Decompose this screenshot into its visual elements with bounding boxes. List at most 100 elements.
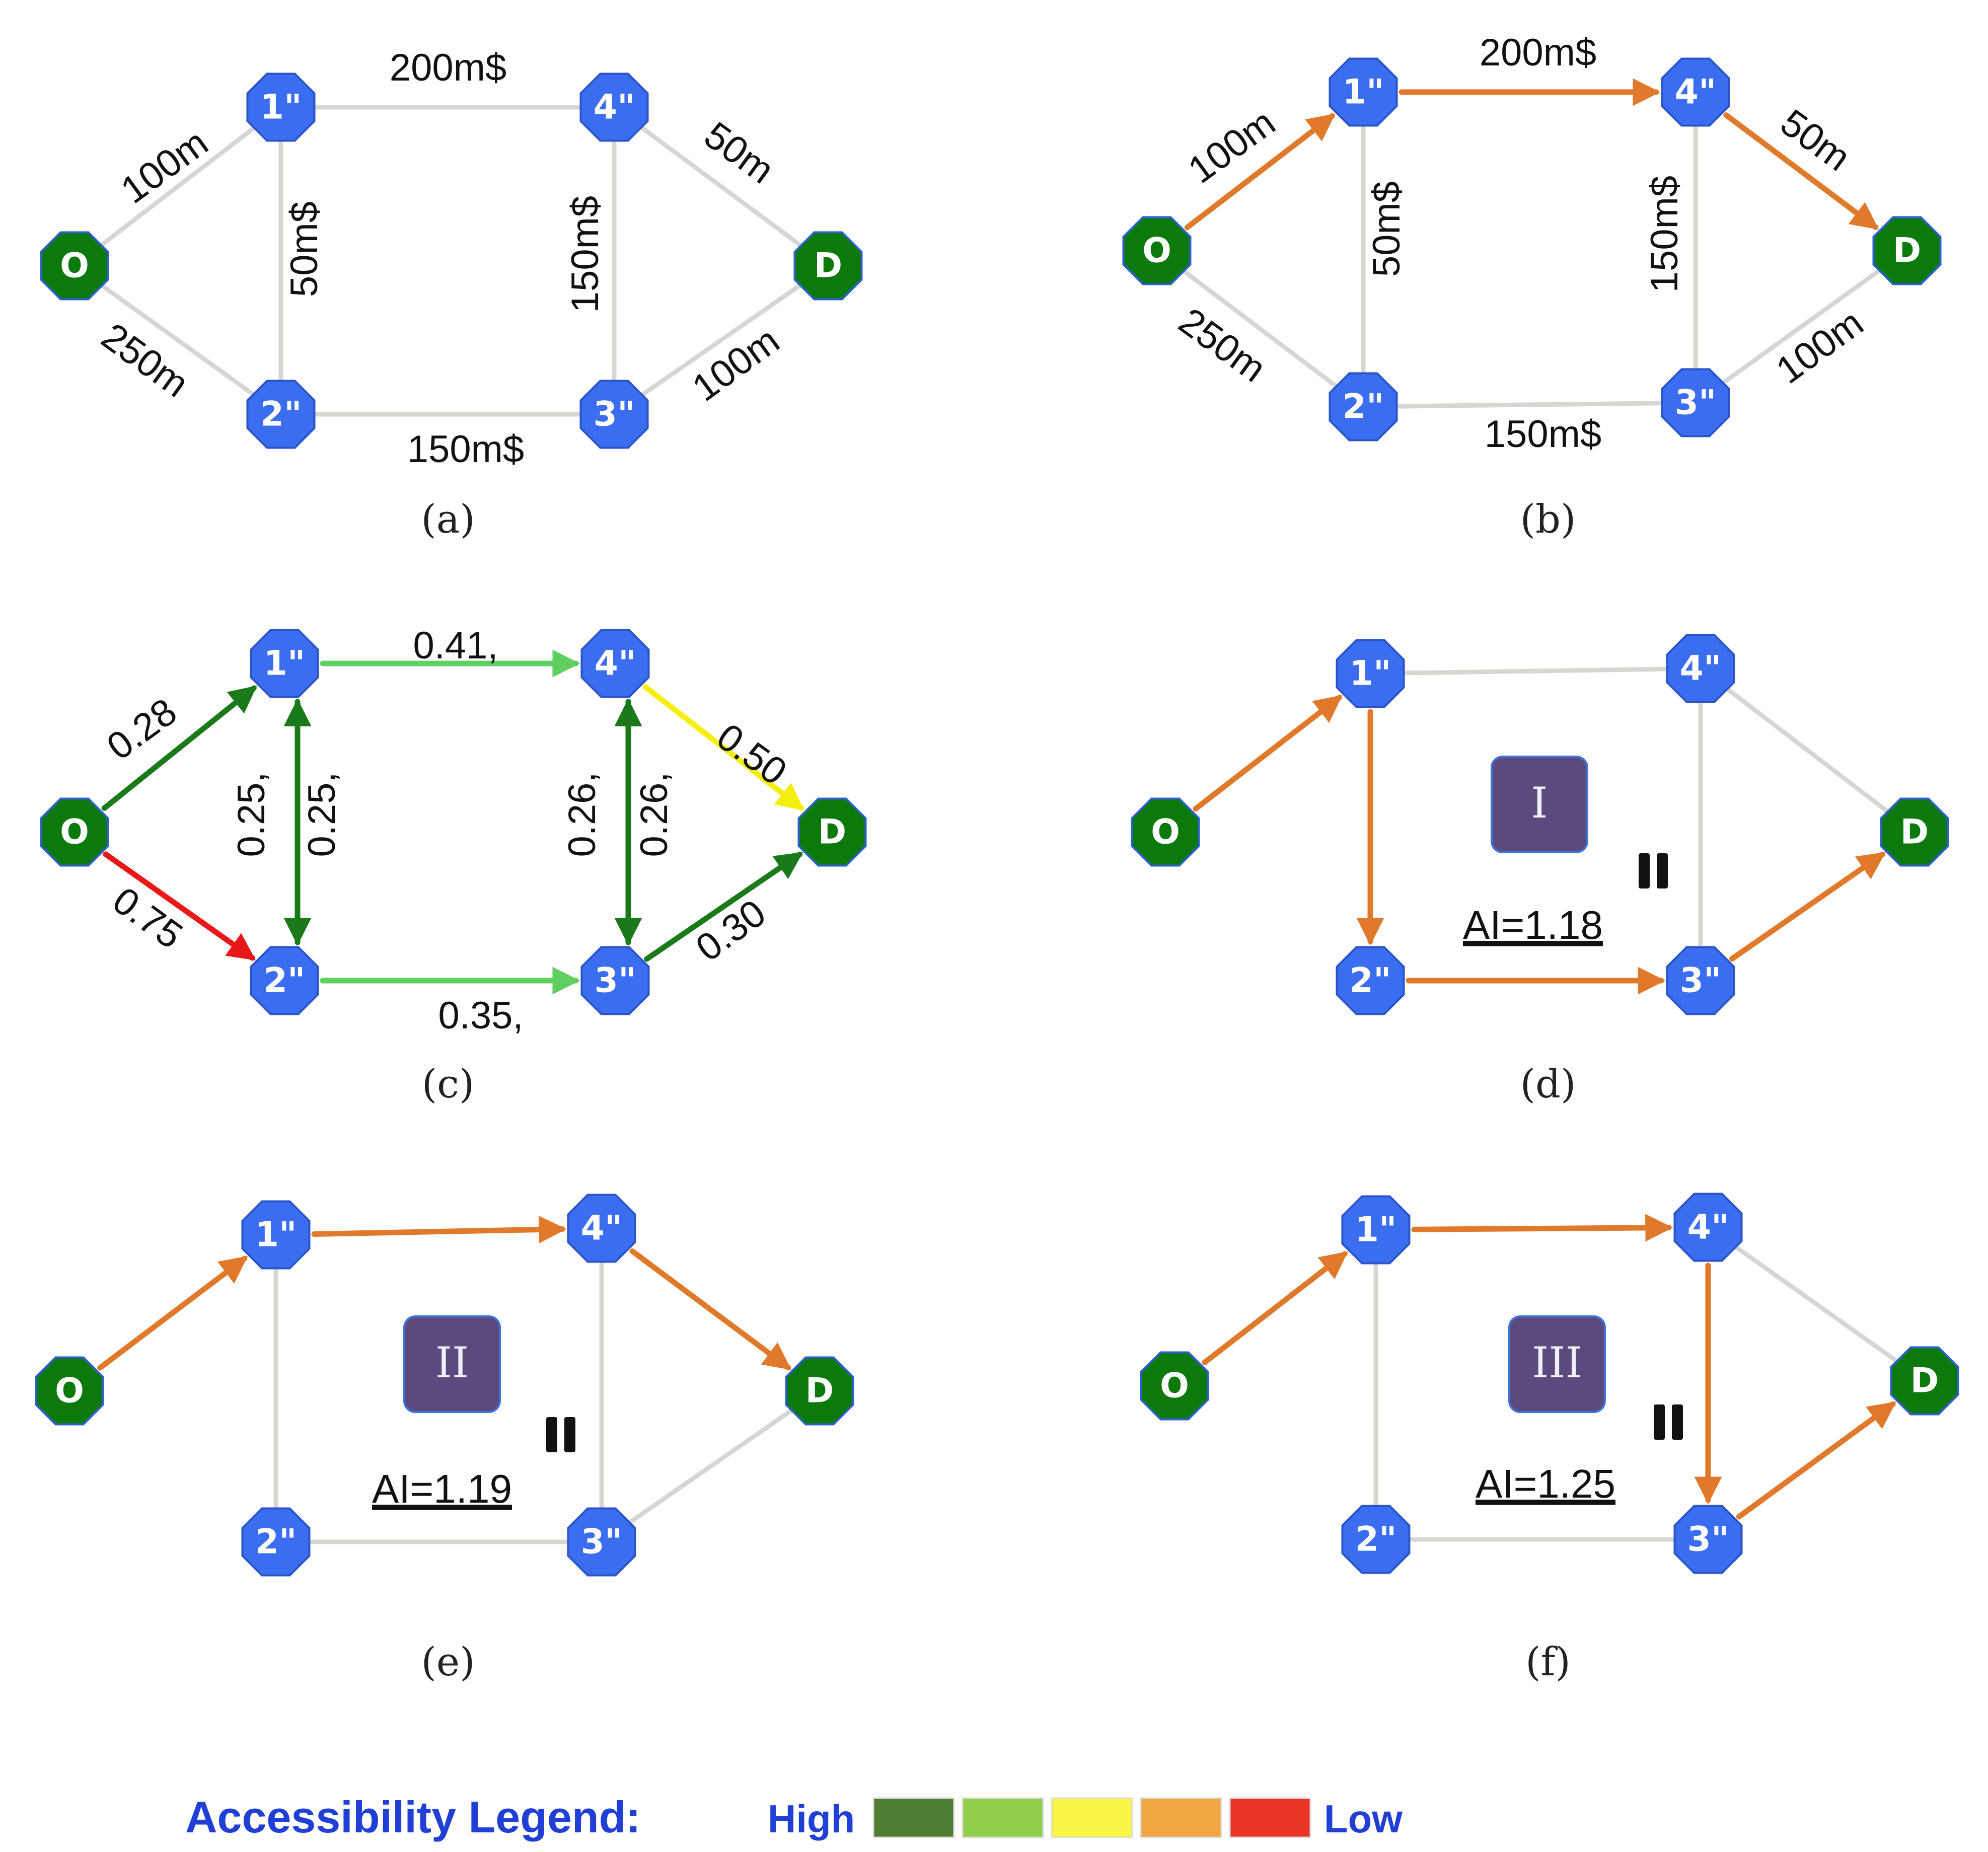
node-label: D bbox=[1893, 231, 1921, 271]
equals-mark bbox=[1672, 1404, 1683, 1440]
edge-3-D bbox=[1729, 852, 1886, 962]
pattern-box bbox=[1508, 1315, 1606, 1413]
edge-label: 150m$ bbox=[1485, 413, 1601, 456]
node-o bbox=[1140, 1351, 1209, 1421]
node-label: O bbox=[60, 812, 89, 852]
node-label: 2" bbox=[1355, 1520, 1397, 1560]
node-label: 4" bbox=[1675, 72, 1717, 112]
node-2 bbox=[1336, 946, 1405, 1015]
legend-swatch bbox=[1051, 1797, 1133, 1838]
edge-label: 0.26, bbox=[633, 772, 676, 857]
node-label: 4" bbox=[595, 644, 636, 684]
edge-label: 50m$ bbox=[1365, 181, 1408, 277]
pattern-label: III bbox=[1532, 1338, 1582, 1387]
panel-caption: (c) bbox=[422, 1062, 475, 1107]
node-3 bbox=[567, 1507, 636, 1577]
pattern-box bbox=[403, 1315, 501, 1413]
node-label: 2" bbox=[264, 961, 306, 1001]
edge-label: 0.25, bbox=[230, 772, 273, 857]
edge-3-D bbox=[1736, 1401, 1896, 1520]
node-o bbox=[1122, 216, 1192, 285]
edge-3-D bbox=[644, 851, 803, 962]
panel-a: 100m250m200m$50m$150m$150m$50m100mO1"2"3… bbox=[40, 46, 863, 542]
node-d bbox=[1872, 216, 1942, 285]
node-o bbox=[40, 797, 109, 867]
node-label: 4" bbox=[1680, 649, 1722, 689]
edge-4-D bbox=[629, 1248, 792, 1370]
edge-label: 200m$ bbox=[390, 46, 506, 89]
node-label: 3" bbox=[594, 395, 635, 434]
node-3 bbox=[1666, 946, 1735, 1015]
edge-O-1 bbox=[1193, 695, 1343, 811]
node-3 bbox=[580, 946, 650, 1015]
equals-mark bbox=[1654, 1404, 1665, 1440]
legend-swatch bbox=[872, 1797, 955, 1838]
equals-mark bbox=[1657, 853, 1668, 888]
node-4 bbox=[579, 72, 649, 142]
node-3 bbox=[1661, 368, 1730, 437]
node-label: 2" bbox=[255, 1522, 297, 1562]
edge-4-D bbox=[1698, 666, 1917, 835]
node-label: O bbox=[55, 1371, 84, 1411]
panel-b: 100m250m200m$50m$150m$150m$50m100mO1"2"3… bbox=[1122, 31, 1942, 542]
panel-caption: (b) bbox=[1520, 497, 1576, 542]
panels-layer: 100m250m200m$50m$150m$150m$50m100mO1"2"3… bbox=[35, 31, 1959, 1685]
edge-label: 200m$ bbox=[1480, 31, 1596, 74]
node-label: 4" bbox=[594, 88, 635, 127]
edge-2-3 bbox=[1361, 400, 1698, 409]
node-label: 3" bbox=[1680, 961, 1722, 1001]
node-label: D bbox=[805, 1371, 834, 1411]
node-3 bbox=[1673, 1505, 1743, 1574]
edge-label: 100m bbox=[1181, 101, 1283, 192]
node-label: 1" bbox=[1343, 72, 1384, 112]
node-label: 2" bbox=[260, 395, 302, 434]
equals-mark bbox=[564, 1417, 575, 1452]
node-1 bbox=[1336, 639, 1405, 708]
node-4 bbox=[1661, 57, 1730, 127]
node-label: 1" bbox=[1350, 654, 1391, 694]
node-d bbox=[785, 1356, 854, 1426]
node-label: O bbox=[1142, 231, 1171, 271]
edge-label: 250m bbox=[94, 315, 196, 406]
pattern-box bbox=[1491, 756, 1588, 853]
node-label: 3" bbox=[1687, 1520, 1729, 1560]
edge-label: 0.75 bbox=[105, 879, 190, 957]
pattern-label: I bbox=[1531, 778, 1548, 828]
node-label: O bbox=[1151, 812, 1180, 852]
node-1 bbox=[1329, 57, 1398, 127]
edge-1-4 bbox=[311, 1216, 567, 1244]
node-2 bbox=[241, 1507, 311, 1577]
edge-4-D bbox=[612, 105, 831, 268]
legend-title: Accessibility Legend: bbox=[185, 1792, 641, 1842]
accessibility-index-label: AI=1.25 bbox=[1476, 1461, 1615, 1506]
node-label: D bbox=[814, 246, 842, 286]
node-label: 3" bbox=[1675, 383, 1717, 423]
panel-c: 0.280.750.41,0.25,0.25,0.26,0.26,0.35,0.… bbox=[40, 624, 867, 1107]
edge-label: 150m$ bbox=[564, 196, 607, 313]
edge-label: 0.25, bbox=[301, 772, 343, 857]
edge-label: 150m$ bbox=[407, 428, 524, 471]
accessibility-index-label: AI=1.18 bbox=[1463, 903, 1603, 947]
edge-3-D bbox=[599, 1388, 822, 1544]
node-o bbox=[1131, 797, 1200, 867]
node-label: 4" bbox=[581, 1209, 623, 1248]
edge-label: 0.41, bbox=[413, 624, 498, 667]
edge-O-1 bbox=[1202, 1251, 1348, 1365]
edge-O-1 bbox=[72, 105, 283, 268]
node-3 bbox=[579, 380, 649, 449]
node-1 bbox=[1341, 1195, 1411, 1265]
node-2 bbox=[246, 380, 316, 449]
edge-O-2 bbox=[72, 263, 283, 417]
node-d bbox=[793, 231, 863, 301]
edge-3-D bbox=[612, 263, 831, 417]
node-4 bbox=[1666, 634, 1735, 703]
edge-4-D bbox=[1723, 112, 1879, 230]
node-label: 1" bbox=[264, 644, 306, 684]
node-2 bbox=[1341, 1505, 1411, 1574]
node-d bbox=[1880, 797, 1949, 867]
node-4 bbox=[580, 629, 650, 698]
edge-1-4 bbox=[1411, 1214, 1673, 1242]
node-label: 4" bbox=[1687, 1208, 1729, 1247]
node-label: D bbox=[818, 812, 846, 852]
